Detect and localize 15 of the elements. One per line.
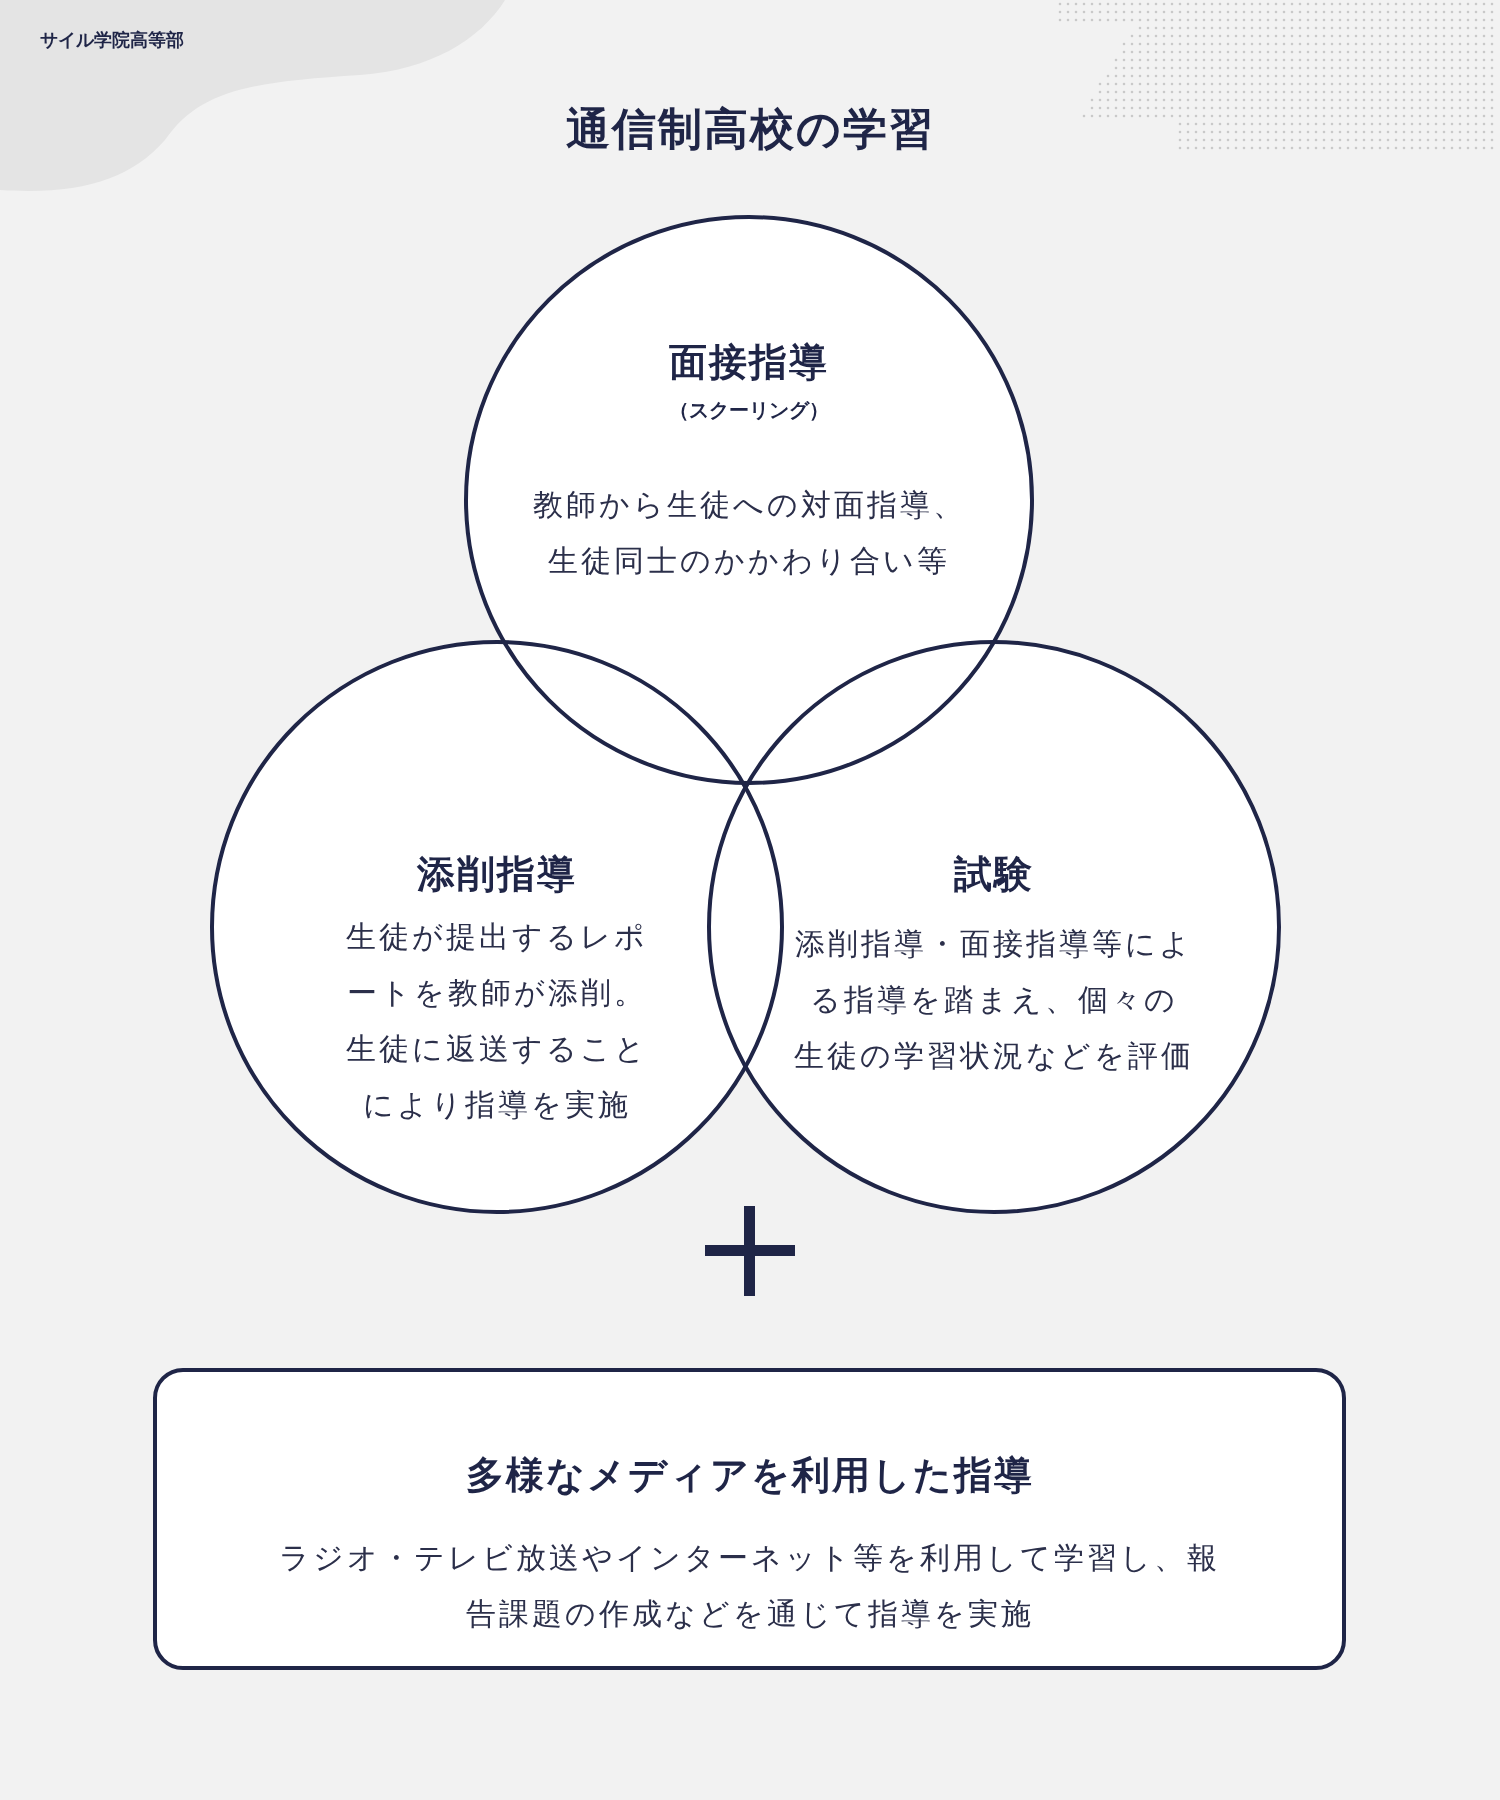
box-text: ラジオ・テレビ放送やインターネット等を利用して学習し、報告課題の作成などを通じて指導を実施	[278, 1539, 1221, 1633]
info-box	[153, 1368, 1346, 1670]
page-title: 通信制高校の学習	[565, 102, 935, 156]
circle-text: 生徒が提出するレポートを教師が添削。生徒に返送することにより指導を実施	[345, 918, 649, 1124]
circle-heading: 面接指導	[668, 339, 830, 386]
circle-heading: 添削指導	[416, 851, 578, 898]
venn-circle	[707, 640, 1281, 1214]
venn-circle	[210, 640, 784, 1214]
box-heading: 多様なメディアを利用した指導	[464, 1452, 1035, 1499]
school-name: サイル学院高等部	[40, 28, 184, 52]
circle-heading: 試験	[953, 851, 1035, 898]
circle-text: 教師から生徒への対面指導、生徒同士のかかわり合い等	[531, 486, 967, 580]
venn-circle	[464, 215, 1034, 785]
circle-text: 添削指導・面接指導等による指導を踏まえ、個々の生徒の学習状況などを評価	[794, 925, 1194, 1075]
circle-subtitle: （スクーリング）	[668, 397, 830, 424]
